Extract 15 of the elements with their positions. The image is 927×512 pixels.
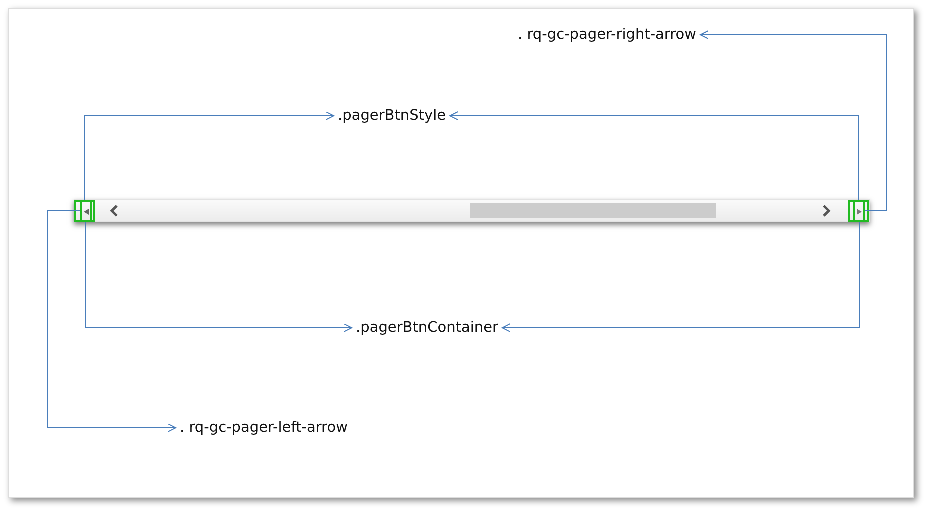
leader-arrow (48, 210, 176, 432)
highlight-box (80, 200, 92, 222)
highlight-box (853, 200, 865, 222)
scrollbar-track (74, 199, 870, 222)
class-name-label: .pagerBtnStyle (334, 106, 450, 126)
leader-arrow (700, 30, 888, 212)
class-name-label: . rq-gc-pager-right-arrow (514, 25, 701, 45)
leader-arrow (86, 222, 352, 332)
class-name-label: . rq-gc-pager-left-arrow (176, 418, 352, 438)
class-name-label: .pagerBtnContainer (352, 318, 502, 338)
leader-arrow (450, 112, 860, 200)
highlight-box (848, 200, 869, 222)
leader-arrow (84, 112, 334, 200)
leader-arrow (502, 222, 860, 332)
highlight-box (74, 200, 95, 222)
